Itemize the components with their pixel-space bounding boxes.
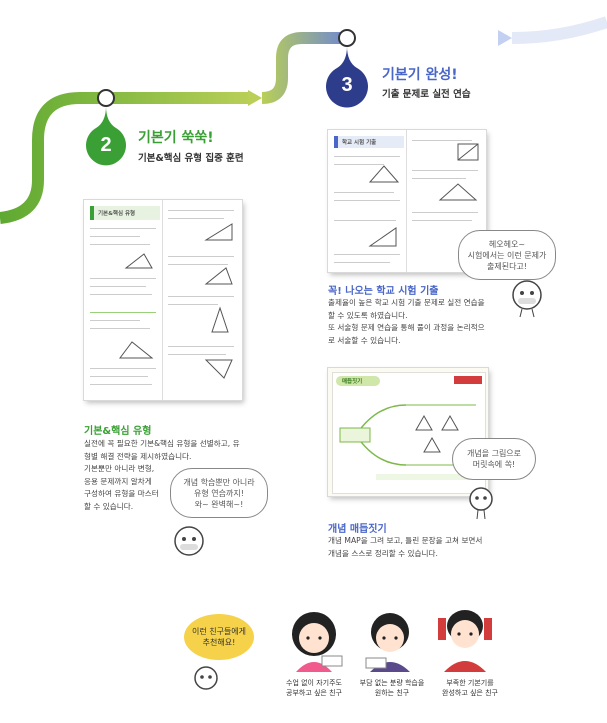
exam-description: 출제율이 높은 학교 시험 기출 문제로 실전 연습을 할 수 있도록 하였습니… [328, 298, 485, 345]
core-types-book: 기본&핵심 유형 [84, 200, 242, 400]
exam-title: 꼭! 나오는 학교 시험 기출 [328, 286, 439, 297]
step2-pin [86, 89, 126, 166]
concept-map-title: 개념 매듭짓기 [328, 524, 387, 535]
core-types-title: 기본&핵심 유형 [84, 426, 152, 437]
recommend-bubble: 이런 친구들에게 추천해요! [184, 614, 254, 660]
step3-number: 3 [341, 73, 353, 96]
core-types-description: 실전에 꼭 필요한 기본&핵심 유형을 선별하고, 유 형별 해결 전략을 제시… [84, 439, 240, 511]
kid-2-illustration [365, 613, 410, 672]
step3-title: 기본기 완성! [382, 67, 458, 83]
step2-subtitle: 기본&핵심 유형 집중 훈련 [138, 153, 244, 164]
step3-pin [326, 29, 368, 108]
step3-subtitle: 기출 문제로 실전 연습 [382, 89, 471, 100]
kid-3-caption: 부족한 기본기를 완성하고 싶은 친구 [442, 679, 498, 697]
mascot-right [512, 280, 542, 318]
exam-page-title: 학교 시험 기출 [342, 140, 377, 146]
kid-3-illustration [438, 610, 492, 672]
exam-speech-bubble: 헤오헤오~ 시험에서는 이런 문제가 출제된다고! [458, 230, 556, 280]
map-page-title: 매듭짓기 [342, 379, 363, 385]
kid-1-caption: 수업 없이 자기주도 공부하고 싶은 친구 [286, 679, 342, 697]
mascot-map [469, 487, 493, 520]
core-page-title: 기본&핵심 유형 [98, 211, 136, 217]
map-speech-bubble: 개념을 그림으로 머릿속에 쏙! [452, 438, 536, 480]
step2-number: 2 [100, 133, 112, 156]
mascot-footer [194, 666, 218, 690]
progress-ribbon [0, 16, 607, 224]
kid-2-caption: 부담 없는 분량 학습을 원하는 친구 [359, 679, 425, 697]
mascot-left [174, 526, 204, 556]
concept-map-description: 개념 MAP을 그려 보고, 틀린 문장을 고쳐 보면서 개념을 스스로 정리할… [328, 536, 483, 558]
kid-1-illustration [292, 612, 343, 672]
step2-title: 기본기 쑥쑥! [138, 130, 214, 146]
core-speech-bubble: 개념 학습뿐만 아니라 유형 연습까지! 와~ 완벽해~! [170, 468, 268, 518]
